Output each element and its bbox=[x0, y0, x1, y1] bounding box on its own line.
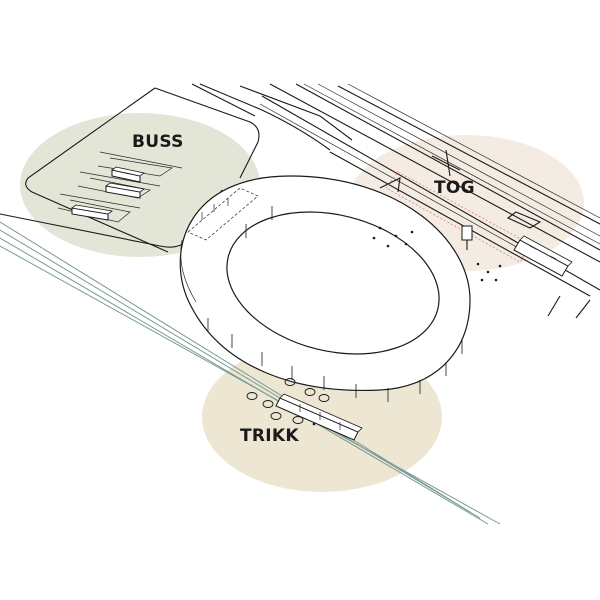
tram-zone-label: TRIKK bbox=[240, 426, 299, 446]
train-platform bbox=[385, 171, 531, 263]
oval-walkway bbox=[179, 175, 471, 392]
road-network bbox=[0, 83, 353, 253]
train-icon bbox=[513, 235, 573, 277]
tram-tracks bbox=[0, 221, 501, 525]
platform-canopy bbox=[379, 149, 542, 250]
train-zone-label: TOG bbox=[434, 178, 475, 198]
tram-stop-markers bbox=[246, 378, 330, 424]
bus-icon bbox=[105, 182, 145, 199]
railway-tracks bbox=[259, 83, 600, 319]
support-columns bbox=[207, 206, 463, 402]
shelter-box bbox=[187, 187, 259, 241]
bus-zone-label: BUSS bbox=[132, 132, 184, 152]
bus-icon bbox=[71, 204, 113, 221]
tram-icon bbox=[275, 393, 363, 441]
bus-icon bbox=[111, 166, 145, 183]
